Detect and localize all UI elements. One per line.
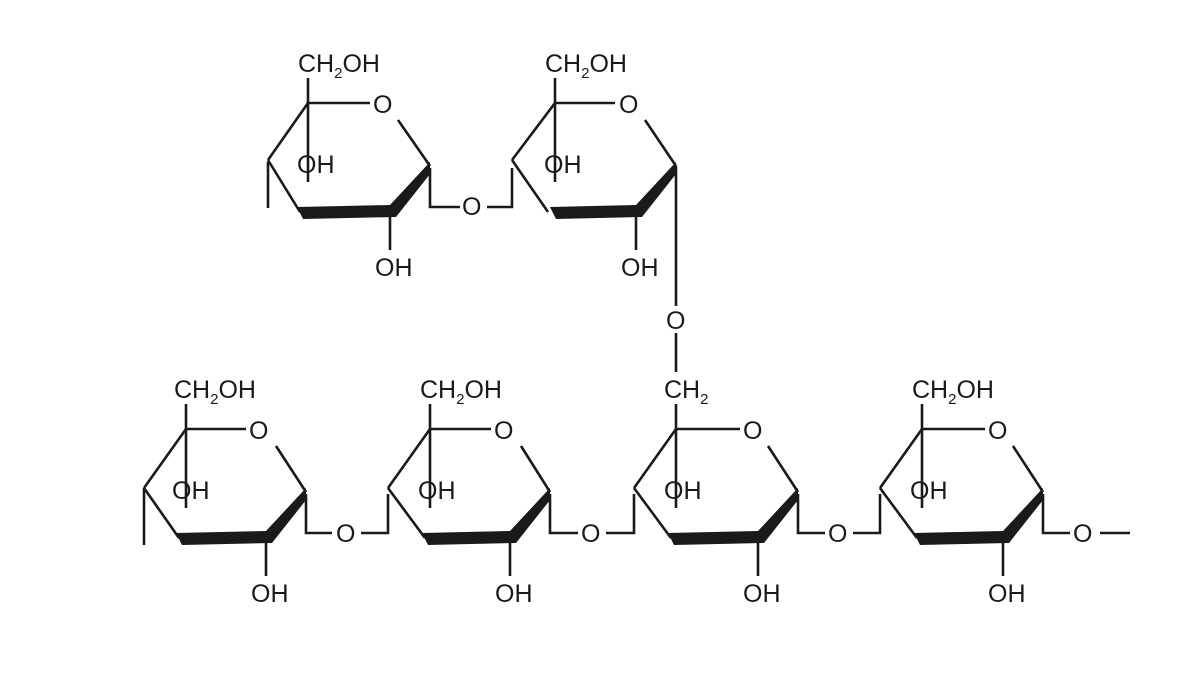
glucose-ring-upper-left [266,78,432,250]
glycosidic-oxygen-label: O [1073,520,1092,548]
ring-oxygen-label: O [988,417,1007,445]
link-bottom-1 [304,494,332,535]
glucose-ring-bottom-1 [142,404,308,576]
link-bottom-4 [1041,494,1070,535]
glucose-ring-upper-right [510,78,678,250]
methylene-label: CH2 [664,376,708,408]
link-bottom-3b [853,494,882,535]
hydroxyl-label: OH [172,477,210,505]
link-bottom-1b [361,494,390,535]
glycosidic-oxygen-label: O [666,307,685,335]
glucose-ring-bottom-4 [878,404,1045,576]
hydroxyl-label: OH [251,580,289,608]
hydroxyl-label: OH [375,254,413,282]
hydroxyl-label: OH [544,151,582,179]
ring-oxygen-label: O [494,417,513,445]
link-upper-1-4 [428,168,460,209]
glucose-ring-bottom-2 [386,404,552,576]
glycosidic-oxygen-label: O [828,520,847,548]
hydroxymethyl-label: CH2OH [545,50,627,82]
ring-oxygen-label: O [619,91,638,119]
glycosidic-links [142,162,1130,545]
glycosidic-oxygen-label: O [336,520,355,548]
hydroxyl-label: OH [297,151,335,179]
glycosidic-oxygen-label: O [581,520,600,548]
hydroxyl-label: OH [495,580,533,608]
hydroxymethyl-label: CH2OH [420,376,502,408]
ring-oxygen-label: O [249,417,268,445]
hydroxymethyl-label: CH2OH [298,50,380,82]
link-bottom-3 [796,494,825,535]
ring-oxygen-label: O [743,417,762,445]
glycosidic-oxygen-label: O [462,193,481,221]
ring-oxygen-label: O [373,91,392,119]
hydroxyl-label: OH [988,580,1026,608]
atom-labels: CH2OH CH2OH CH2OH CH2OH CH2 CH2OH O O O … [172,50,1092,608]
hydroxyl-label: OH [418,477,456,505]
link-bottom-2 [548,494,578,535]
link-upper-1-4b [487,168,514,209]
hydroxyl-label: OH [664,477,702,505]
link-bottom-2b [606,494,636,535]
hydroxyl-label: OH [910,477,948,505]
glucose-ring-bottom-3 [632,404,800,576]
hydroxyl-label: OH [743,580,781,608]
hydroxymethyl-label: CH2OH [912,376,994,408]
hydroxyl-label: OH [621,254,659,282]
hydroxymethyl-label: CH2OH [174,376,256,408]
